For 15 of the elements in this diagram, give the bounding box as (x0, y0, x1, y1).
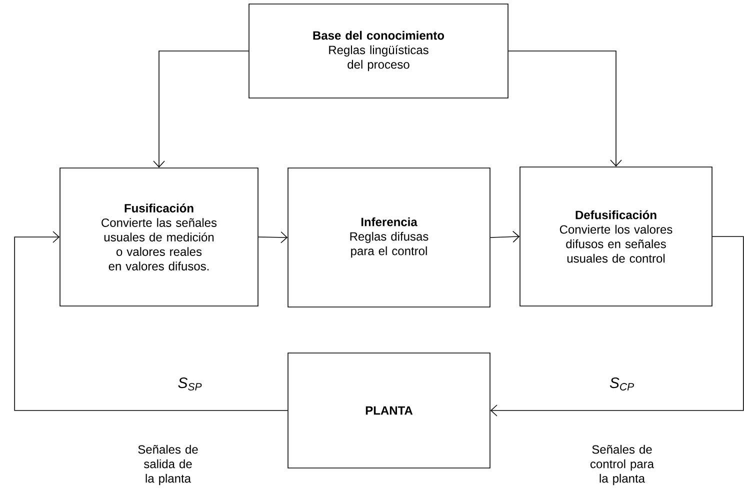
process-box: Inferencia Reglas difusas para el control (288, 168, 490, 308)
arrow (14, 231, 288, 411)
process-box: Fusificación Convierte las señales usuales de medición o valores reales en valores difusos. (60, 168, 258, 306)
note-text: Señales de control para la planta (590, 444, 654, 486)
arrow (490, 230, 520, 243)
arrow (490, 236, 744, 416)
edge-label: S$_{SP}$ (176, 376, 204, 392)
note-text: Señales de salida de la planta (138, 444, 198, 486)
process-box: PLANTA (288, 352, 490, 468)
edge-label: S$_{CP}$ (608, 376, 636, 392)
process-box: Defusificación Convierte los valores difusos en señales usuales de control (520, 166, 712, 306)
arrow (508, 50, 622, 167)
process-box: Base del conocimiento Reglas lingüísticas del proceso (248, 4, 508, 98)
arrow (258, 231, 288, 244)
arrow (153, 50, 249, 168)
